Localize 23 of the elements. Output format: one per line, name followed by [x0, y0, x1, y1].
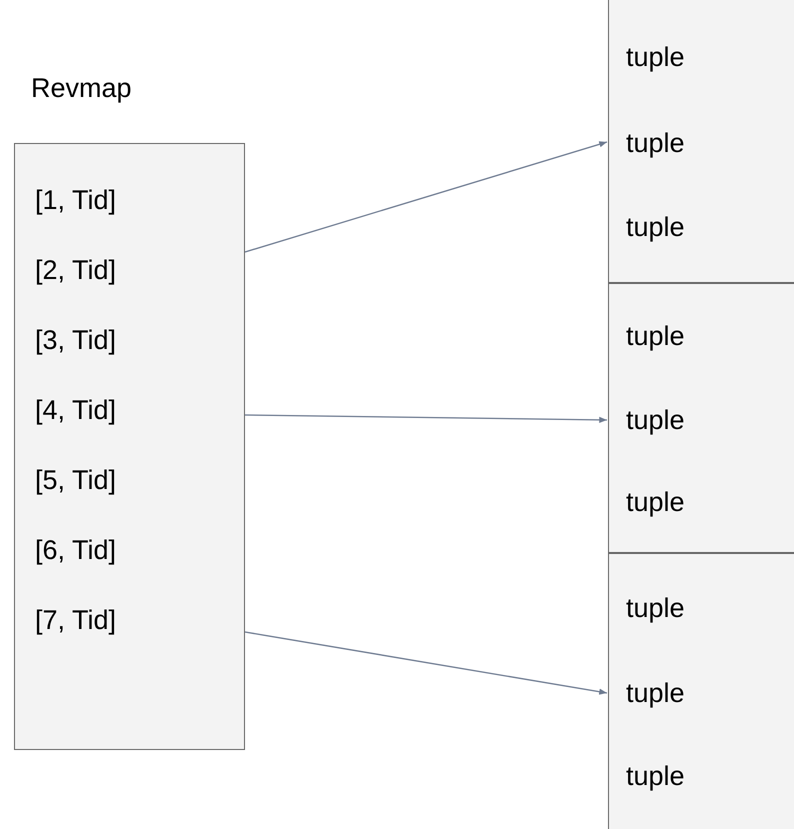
- tuple-label: tuple: [626, 211, 685, 243]
- tuple-label: tuple: [626, 760, 685, 792]
- tuple-label: tuple: [626, 677, 685, 709]
- table-heading: Revmap: [31, 72, 132, 104]
- tuple-label: tuple: [626, 486, 685, 518]
- tuple-label: tuple: [626, 592, 685, 624]
- row-label: [6, Tid]: [35, 534, 116, 566]
- row-label: [1, Tid]: [35, 184, 116, 216]
- arrow: [244, 141, 608, 253]
- row-label: [2, Tid]: [35, 254, 116, 286]
- row-label: [3, Tid]: [35, 324, 116, 356]
- tuple-label: tuple: [626, 320, 685, 352]
- row-label: [7, Tid]: [35, 604, 116, 636]
- page-box: [608, 0, 794, 283]
- row-label: [5, Tid]: [35, 464, 116, 496]
- row-label: [4, Tid]: [35, 394, 116, 426]
- tuple-label: tuple: [626, 127, 685, 159]
- page-box: [608, 553, 794, 829]
- arrow: [245, 414, 607, 423]
- tuple-label: tuple: [626, 404, 685, 436]
- tuple-label: tuple: [626, 41, 685, 73]
- page-box: [608, 283, 794, 553]
- arrow: [244, 631, 608, 695]
